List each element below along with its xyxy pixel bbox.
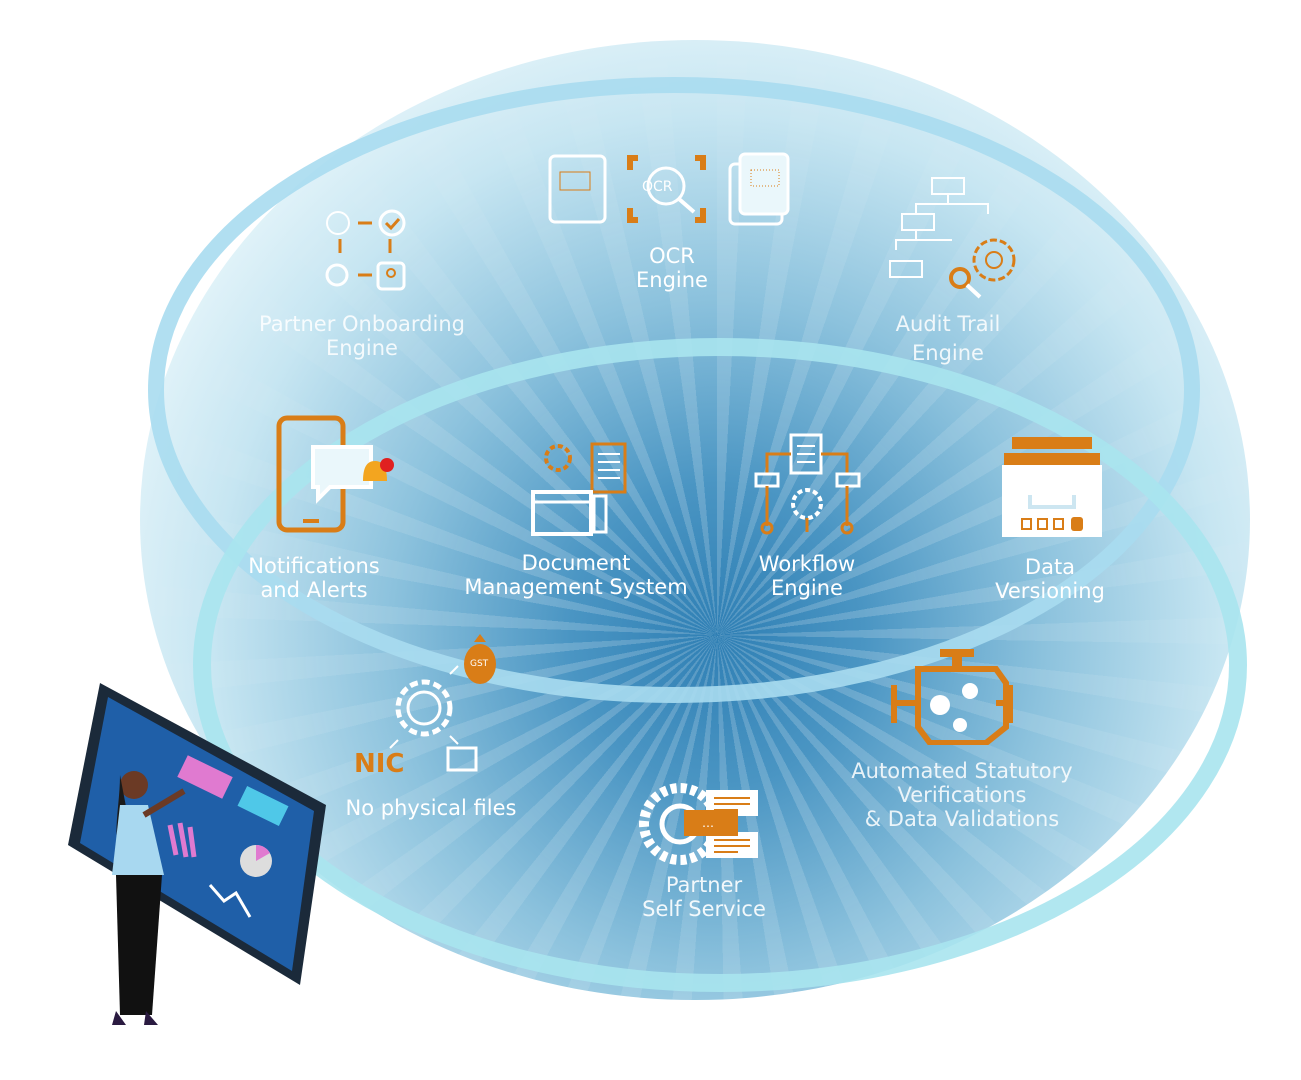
document-management-icon	[531, 442, 627, 536]
self-service-icon: …	[639, 783, 758, 865]
ocr-icon: OCR	[548, 152, 790, 226]
audit-trail-icon	[889, 177, 1016, 299]
svg-text:GST: GST	[470, 659, 489, 669]
workflow-icon	[754, 433, 861, 535]
svg-text:OCR: OCR	[642, 179, 673, 195]
data-versioning-icon	[1002, 437, 1102, 537]
notification-bell-icon	[276, 415, 394, 533]
svg-text:NIC: NIC	[354, 749, 405, 779]
engine-icon	[891, 649, 1013, 745]
woman-with-tablet-illustration	[68, 683, 326, 1025]
svg-text:…: …	[702, 816, 714, 830]
no-physical-files-icon: GST NIC	[354, 634, 496, 779]
no-physical-files-label: No physical files	[345, 796, 517, 820]
partner-onboarding-icon	[325, 209, 406, 291]
